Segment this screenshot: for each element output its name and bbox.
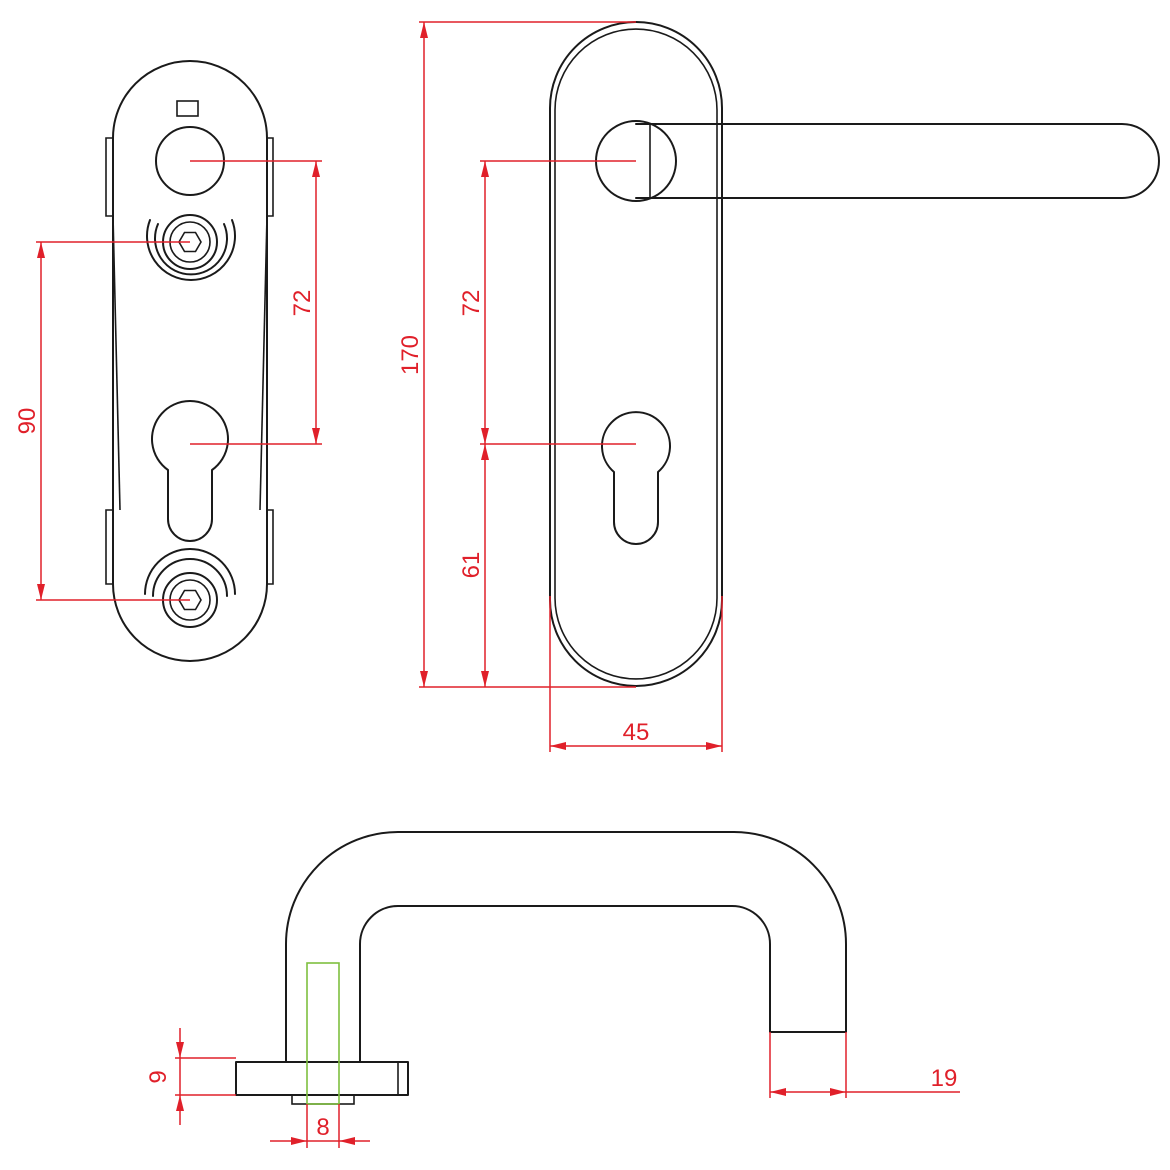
dim-back-90-label: 90 (14, 408, 41, 435)
square-spindle (306, 962, 340, 1105)
dim-lever-19-label: 19 (931, 1065, 958, 1092)
rosette-base (235, 1061, 409, 1096)
dim-back-90: 90 (14, 241, 190, 601)
dim-front-72-label: 72 (458, 290, 485, 317)
dim-front-72: 72 (458, 160, 636, 445)
back-plate-right-rail (266, 137, 274, 585)
back-plate-view: 72 90 (14, 60, 322, 662)
dim-overall-170-label: 170 (397, 335, 424, 375)
cylinder-hole (151, 400, 229, 542)
bottom-screw-boss (144, 548, 236, 628)
front-view: 170 72 61 45 (397, 21, 1160, 752)
dim-lever-19: 19 (769, 1032, 960, 1098)
lever-profile (285, 831, 847, 1063)
dim-width-45-label: 45 (623, 719, 650, 746)
back-plate-left-rail (105, 137, 114, 585)
dim-back-72-label: 72 (289, 290, 316, 317)
back-plate-outline (112, 60, 268, 662)
front-cylinder-hole (601, 411, 671, 545)
side-view: 9 8 19 (145, 831, 960, 1148)
dim-width-45: 45 (549, 596, 723, 752)
dim-front-61: 61 (458, 444, 489, 687)
dim-back-72: 72 (190, 160, 322, 445)
stop-square (176, 100, 199, 117)
back-plate-inner-rail-left (112, 215, 121, 511)
dim-spindle-8-label: 8 (316, 1114, 329, 1141)
spindle-stub (291, 1094, 355, 1105)
dim-thickness-9: 9 (145, 1028, 236, 1125)
dim-spindle-8: 8 (270, 1104, 370, 1148)
dim-front-61-label: 61 (458, 552, 485, 579)
front-plate-bevel (554, 28, 718, 680)
dim-thickness-9-label: 9 (145, 1070, 172, 1083)
back-plate-inner-rail-right (259, 215, 268, 511)
dim-overall-170: 170 (397, 21, 636, 688)
top-screw-boss (146, 214, 236, 281)
lever-arm (635, 123, 1160, 199)
